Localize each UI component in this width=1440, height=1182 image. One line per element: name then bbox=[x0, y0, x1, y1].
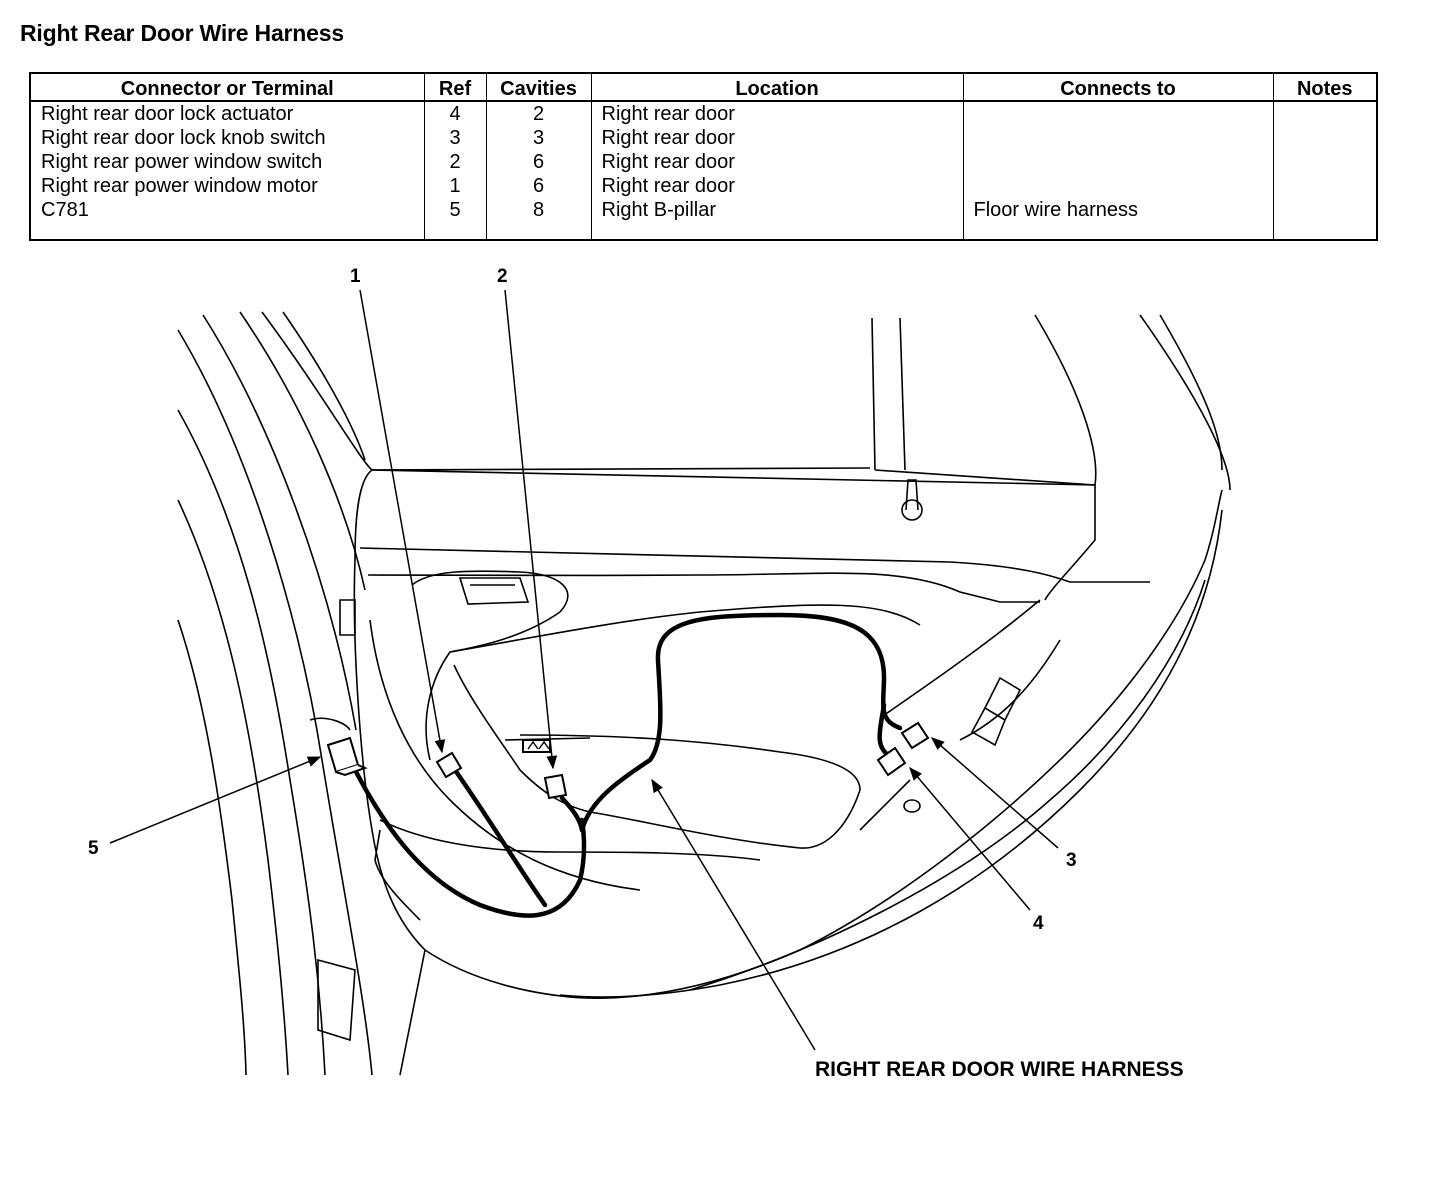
callout-5: 5 bbox=[88, 838, 99, 859]
table-cell: Right B-pillar bbox=[601, 199, 716, 221]
table-cell: 2 bbox=[449, 151, 461, 173]
page-title: Right Rear Door Wire Harness bbox=[20, 20, 344, 46]
table-cell: 3 bbox=[532, 127, 545, 149]
table-header-row: Connector or Terminal Ref Cavities Locat… bbox=[29, 72, 1378, 102]
table-cell: Right rear power window switch bbox=[41, 151, 323, 173]
leader-3 bbox=[930, 737, 1059, 849]
wire-harness bbox=[347, 612, 903, 918]
leader-lines bbox=[109, 289, 1059, 1051]
table-cell: Right rear door lock knob switch bbox=[41, 127, 326, 149]
ref-column: 4 3 2 1 5 bbox=[423, 101, 487, 240]
connector-2 bbox=[522, 739, 568, 800]
notes-column bbox=[1272, 101, 1378, 240]
table-cell: Right rear door bbox=[601, 151, 735, 173]
header-ref: Ref bbox=[423, 72, 487, 102]
header-notes: Notes bbox=[1272, 72, 1378, 102]
cavities-column: 2 3 6 6 8 bbox=[485, 101, 592, 240]
harness-label: RIGHT REAR DOOR WIRE HARNESS bbox=[815, 1058, 1184, 1081]
callout-4: 4 bbox=[1033, 913, 1044, 934]
header-cavities: Cavities bbox=[485, 72, 592, 102]
table-cell: Right rear door bbox=[601, 103, 735, 125]
leader-5 bbox=[109, 756, 322, 844]
table-cell: Right rear power window motor bbox=[41, 175, 318, 197]
leader-4 bbox=[909, 766, 1031, 911]
connector-3 bbox=[900, 721, 930, 750]
connectors bbox=[326, 721, 930, 800]
table-cell: 6 bbox=[532, 175, 545, 197]
header-connects-to: Connects to bbox=[962, 72, 1274, 102]
table-cell: 4 bbox=[449, 103, 461, 125]
table-cell: Right rear door bbox=[601, 175, 735, 197]
table-cell: Floor wire harness bbox=[973, 199, 1139, 221]
location-column: Right rear door Right rear door Right re… bbox=[590, 101, 964, 240]
table-cell: 2 bbox=[532, 103, 545, 125]
table-body: Right rear door lock actuator Right rear… bbox=[29, 101, 1378, 240]
table-cell: 1 bbox=[449, 175, 461, 197]
table-cell: 3 bbox=[449, 127, 461, 149]
table-cell: Right rear door bbox=[601, 127, 735, 149]
table-cell: 8 bbox=[532, 199, 545, 221]
leader-2 bbox=[504, 289, 558, 770]
table-cell: Right rear door lock actuator bbox=[41, 103, 294, 125]
connects-to-column: Floor wire harness bbox=[962, 101, 1274, 240]
connector-5 bbox=[326, 736, 368, 777]
connector-4 bbox=[876, 746, 907, 777]
leader-harness bbox=[651, 778, 816, 1051]
table-cell: 6 bbox=[532, 151, 545, 173]
callout-1: 1 bbox=[350, 266, 361, 287]
connector-column: Right rear door lock actuator Right rear… bbox=[29, 101, 425, 240]
table-cell: C781 bbox=[41, 199, 89, 221]
callout-3: 3 bbox=[1066, 850, 1077, 871]
table-cell: 5 bbox=[449, 199, 461, 221]
callout-2: 2 bbox=[497, 266, 508, 287]
connector-table: Connector or Terminal Ref Cavities Locat… bbox=[29, 72, 1378, 241]
header-connector: Connector or Terminal bbox=[29, 72, 425, 102]
leader-1 bbox=[359, 289, 446, 754]
door-body-outline bbox=[177, 311, 1231, 1076]
connector-1 bbox=[435, 751, 463, 779]
